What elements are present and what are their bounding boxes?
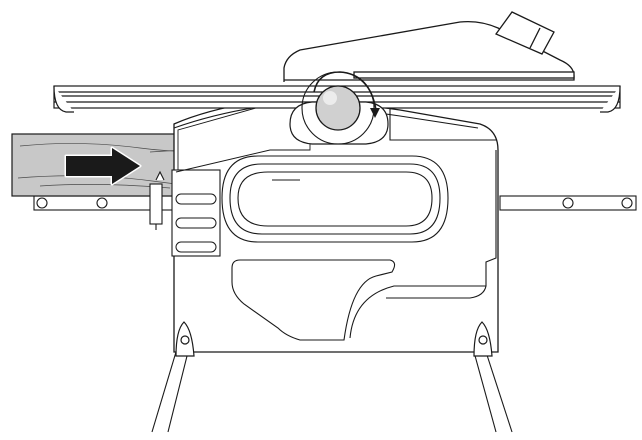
leg-right	[473, 351, 513, 433]
rail-hole	[96, 197, 108, 209]
support-rail	[33, 195, 637, 211]
feed-path-oval	[221, 155, 449, 243]
infeed-slot	[175, 193, 217, 205]
lower-curve-inner	[349, 285, 486, 339]
leg-left	[151, 351, 189, 433]
infeed-slot	[175, 241, 217, 253]
arrow-right-icon	[64, 146, 142, 186]
infeed-slot	[175, 217, 217, 229]
leg-pivot-right	[473, 321, 493, 357]
rail-hole	[562, 197, 574, 209]
motor-cover-side	[389, 96, 496, 141]
dust-port	[494, 11, 555, 55]
body-outline-inner	[386, 150, 497, 299]
leg-pivot-left	[175, 321, 195, 357]
lower-cutout	[231, 259, 396, 341]
cutter-roller	[315, 85, 361, 131]
infeed-clamp	[149, 170, 165, 230]
rail-hole	[36, 197, 48, 209]
infeed-plate	[171, 169, 221, 257]
rotation-arrow-icon	[313, 71, 380, 118]
rail-hole	[621, 197, 633, 209]
